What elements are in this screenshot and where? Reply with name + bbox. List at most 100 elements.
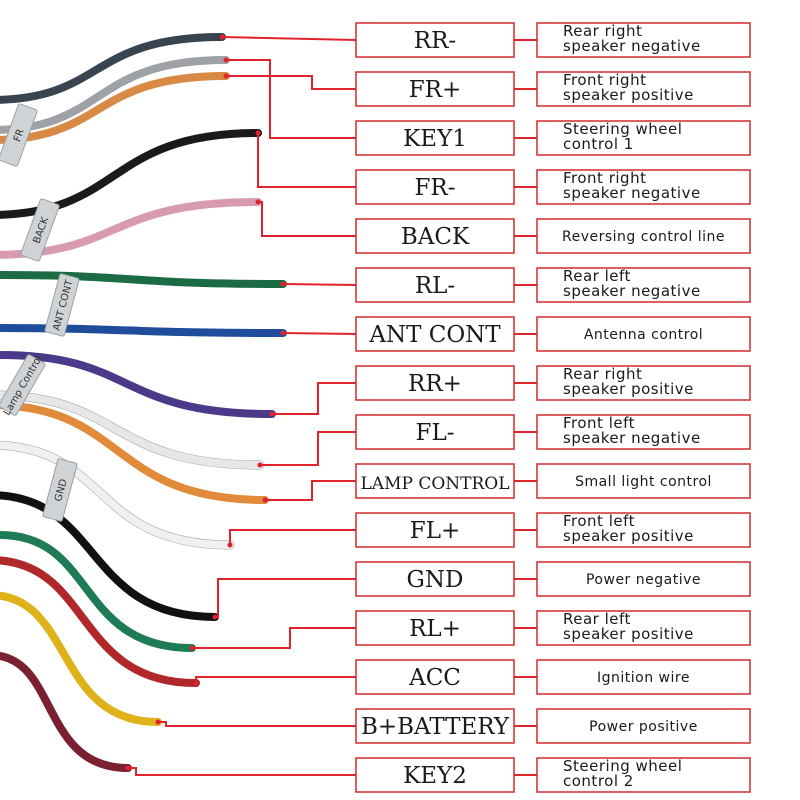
leader-dot-fl (227, 542, 233, 548)
wire-b-battery (0, 591, 162, 726)
code-box-ant-cont (355, 316, 515, 352)
code-label-lamp-control: LAMP CONTROL (361, 474, 510, 494)
desc-line-1-rr: Rear right (563, 22, 642, 40)
desc-line-2-rr: speaker positive (563, 380, 694, 398)
desc-box-ant-cont (536, 316, 751, 352)
leader-line-rr (272, 382, 356, 415)
desc-box-key1 (536, 120, 751, 156)
code-label-acc: ACC (408, 665, 461, 691)
leader-dot-fl (257, 462, 263, 468)
desc-line-back: Reversing control line (562, 229, 725, 245)
sleeve-tag-body (0, 103, 38, 167)
code-box-rl (355, 610, 515, 646)
code-label-rl: RL+ (409, 616, 461, 642)
wire-key2 (0, 651, 132, 772)
code-label-rr: RR+ (408, 371, 462, 397)
leader-dot-ant-cont (280, 330, 286, 336)
code-box-fl (355, 414, 515, 450)
code-box-fr (355, 169, 515, 205)
code-label-fl: FL+ (410, 518, 461, 544)
leader-line-rl (282, 283, 357, 286)
code-label-back: BACK (401, 224, 470, 250)
leader-line-key2 (128, 767, 356, 776)
desc-line-2-key2: control 2 (563, 772, 634, 790)
desc-line-1-fl: Front left (563, 414, 635, 432)
desc-box-rr (536, 365, 751, 401)
sleeve-tag-body (44, 273, 80, 337)
leader-lines (125, 34, 537, 776)
leader-dot-fr (255, 130, 261, 136)
leader-line-fl (229, 529, 356, 545)
desc-line-ant-cont: Antenna control (584, 327, 703, 343)
code-box-key1 (355, 120, 515, 156)
wire-gnd (0, 491, 219, 621)
leader-line-key1 (226, 59, 356, 139)
sleeve-tag-label: FR (12, 128, 27, 144)
sleeve-tag-body (42, 458, 78, 522)
wire-lamp-control (0, 401, 269, 504)
code-label-fr: FR+ (409, 77, 462, 103)
leader-dot-key2 (125, 765, 131, 771)
desc-line-1-rl: Rear left (563, 267, 631, 285)
sleeve-tag-gnd: GND (42, 458, 78, 522)
desc-line-1-rl: Rear left (563, 610, 631, 628)
wire-fl (0, 391, 264, 469)
code-label-fr: FR- (414, 175, 455, 201)
desc-box-lamp-control (536, 463, 751, 499)
desc-box-rl (536, 267, 751, 303)
desc-line-1-key2: Steering wheel (563, 757, 682, 775)
desc-line-2-fl: speaker negative (563, 429, 701, 447)
desc-line-1-fr: Front right (563, 169, 646, 187)
code-box-fl (355, 512, 515, 548)
desc-box-gnd (536, 561, 751, 597)
code-label-rr: RR- (414, 28, 456, 54)
leader-dot-rl (280, 281, 286, 287)
sleeve-tag-body (0, 354, 46, 416)
leader-dot-rr (269, 411, 275, 417)
code-label-ant-cont: ANT CONT (368, 322, 501, 348)
desc-box-rl (536, 610, 751, 646)
leader-dot-b-battery (155, 719, 161, 725)
leader-dot-rl (189, 645, 195, 651)
code-label-fl: FL- (415, 420, 454, 446)
desc-box-key2 (536, 757, 751, 793)
leader-line-b-battery (158, 721, 356, 727)
code-box-rr (355, 365, 515, 401)
desc-box-fl (536, 414, 751, 450)
wire-rl (0, 531, 196, 652)
leader-dot-key1 (223, 57, 229, 63)
code-label-key1: KEY1 (403, 126, 467, 152)
desc-line-acc: Ignition wire (597, 670, 690, 686)
code-box-key2 (355, 757, 515, 793)
leader-dot-rr (219, 34, 225, 40)
desc-line-2-key1: control 1 (563, 135, 634, 153)
desc-box-fr (536, 71, 751, 107)
wire-ant-cont (0, 324, 287, 337)
desc-line-1-fr: Front right (563, 71, 646, 89)
leader-line-ant-cont (282, 332, 357, 335)
leader-line-fl (260, 431, 356, 466)
code-box-rl (355, 267, 515, 303)
desc-box-acc (536, 659, 751, 695)
desc-box-b-battery (536, 708, 751, 744)
desc-line-1-rr: Rear right (563, 365, 642, 383)
code-label-b-battery: B+BATTERY (361, 714, 510, 740)
leader-dot-gnd (212, 614, 218, 620)
desc-box-back (536, 218, 751, 254)
sleeve-tag-fr: FR (0, 103, 38, 167)
code-label-key2: KEY2 (403, 763, 467, 789)
leader-line-lamp-control (265, 480, 356, 501)
wire-acc (0, 556, 200, 687)
desc-line-2-rr: speaker negative (563, 37, 701, 55)
code-box-acc (355, 659, 515, 695)
leader-line-fr (257, 133, 356, 188)
desc-box-fr (536, 169, 751, 205)
leader-dot-fr (223, 73, 229, 79)
code-box-back (355, 218, 515, 254)
desc-box-fl (536, 512, 751, 548)
desc-line-gnd: Power negative (586, 572, 701, 588)
desc-line-2-fr: speaker positive (563, 86, 694, 104)
